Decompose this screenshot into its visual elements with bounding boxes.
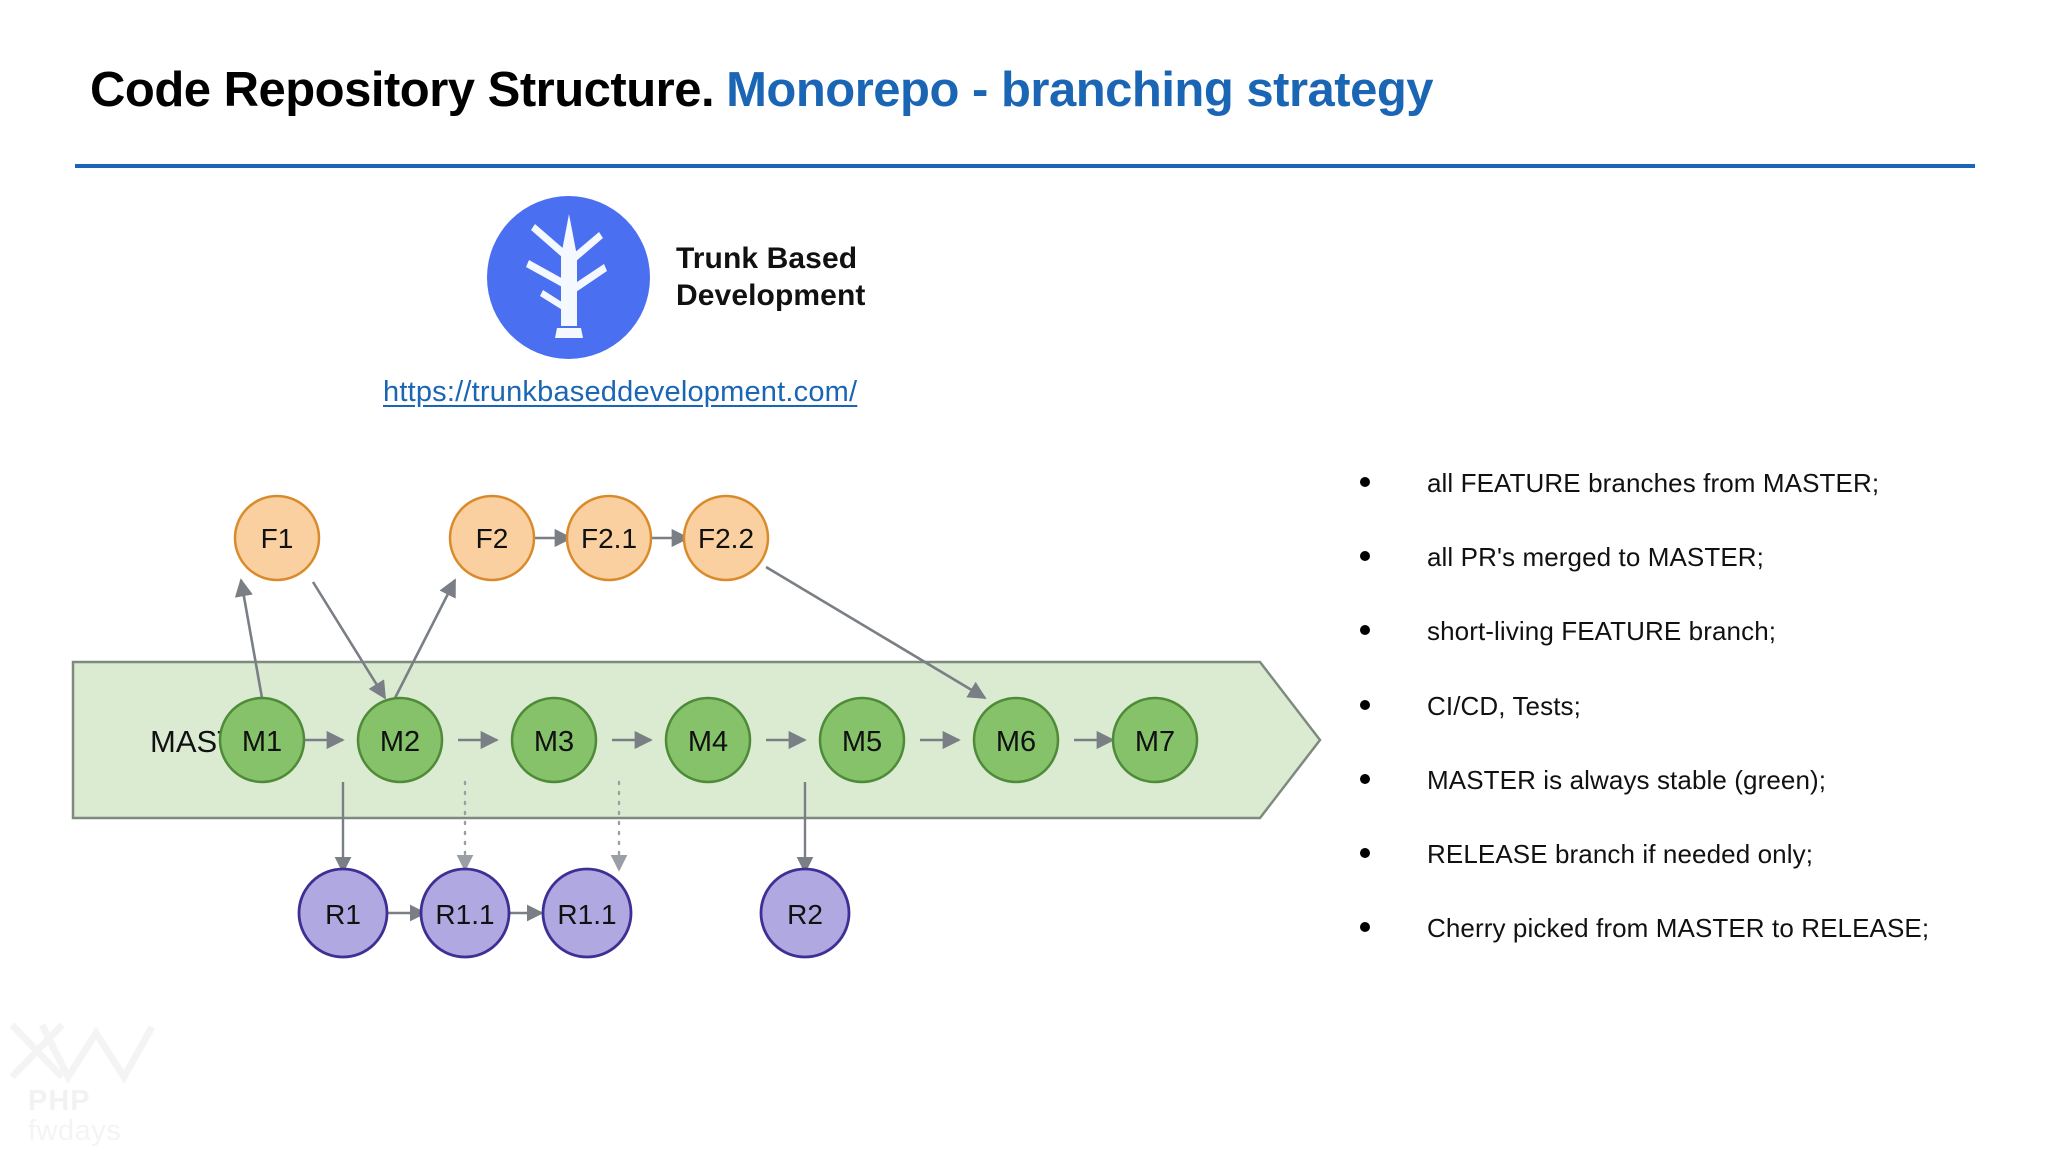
release-node-label: R1.1 <box>557 899 616 930</box>
master-node-label: M4 <box>688 726 728 758</box>
master-node[interactable]: M3 <box>510 696 598 784</box>
master-node-label: M3 <box>534 726 574 758</box>
master-node-group: M1 M2 M3 M4 M5 <box>218 696 1199 784</box>
feature-node[interactable]: F2.2 <box>682 494 770 582</box>
watermark-sub: fwdays <box>28 1115 122 1147</box>
master-node[interactable]: M7 <box>1111 696 1199 784</box>
edge-f1-m2 <box>311 581 387 700</box>
master-node[interactable]: M6 <box>972 696 1060 784</box>
release-node-label: R2 <box>787 899 823 930</box>
feature-node[interactable]: F2 <box>448 494 536 582</box>
bullet-icon <box>1360 773 1370 784</box>
release-node-label: R1 <box>325 899 361 930</box>
bullet-icon <box>1360 477 1370 487</box>
bullet-icon <box>1360 551 1370 562</box>
list-item-label: short-living FEATURE branch; <box>1427 616 1777 647</box>
feature-node[interactable]: F2.1 <box>565 494 653 582</box>
tbd-line-2: Development <box>676 278 866 312</box>
feature-node-label: F1 <box>261 523 294 554</box>
page-title-main: Code Repository Structure. <box>90 63 715 117</box>
bullet-icon <box>1360 625 1370 636</box>
bullet-icon <box>1360 847 1370 858</box>
master-node[interactable]: M5 <box>818 696 906 784</box>
phpfwdays-watermark: PHP fwdays <box>0 1005 230 1152</box>
master-node-label: M7 <box>1135 726 1175 758</box>
feature-node-label: F2.2 <box>698 523 754 554</box>
list-item-label: MASTER is always stable (green); <box>1427 764 1827 795</box>
list-item: MASTER is always stable (green); <box>1360 765 2040 796</box>
title-divider <box>75 164 1975 168</box>
bullet-icon <box>1360 922 1370 933</box>
trunk-based-development-block: Trunk Based Development <box>487 196 865 359</box>
release-node[interactable]: R1 <box>297 867 389 959</box>
master-node[interactable]: M4 <box>664 696 752 784</box>
master-node-label: M2 <box>380 726 420 758</box>
edge-m1-f1 <box>234 578 264 699</box>
tbd-line-1: Trunk Based <box>676 241 858 275</box>
list-item: all FEATURE branches from MASTER; <box>1360 468 2040 499</box>
branching-strategy-diagram: MASTER <box>55 470 1345 980</box>
release-node[interactable]: R2 <box>759 867 851 959</box>
trunkbaseddevelopment-link[interactable]: https://trunkbaseddevelopment.com/ <box>383 376 858 408</box>
master-node-label: M6 <box>996 726 1036 758</box>
list-item: all PR's merged to MASTER; <box>1360 542 2040 573</box>
diagram-svg: MASTER <box>71 494 1322 959</box>
strategy-bullet-list: all FEATURE branches from MASTER; all PR… <box>1360 468 2040 987</box>
bullet-icon <box>1360 699 1370 710</box>
watermark-brand: PHP <box>28 1085 91 1117</box>
list-item: RELEASE branch if needed only; <box>1360 839 2040 870</box>
page-title: Code Repository Structure.Monorepo - bra… <box>90 62 1434 118</box>
master-node-label: M5 <box>842 726 882 758</box>
release-node[interactable]: R1.1 <box>419 867 511 959</box>
feature-node-label: F2 <box>476 523 509 554</box>
page-title-accent: Monorepo - branching strategy <box>726 63 1434 117</box>
feature-node-group: F1 F2 F2.1 F2.2 <box>233 494 770 582</box>
release-node[interactable]: R1.1 <box>541 867 633 959</box>
list-item-label: RELEASE branch if needed only; <box>1427 838 1814 869</box>
list-item-label: all PR's merged to MASTER; <box>1427 542 1764 573</box>
list-item: short-living FEATURE branch; <box>1360 616 2040 647</box>
fwdays-zigzag-icon <box>9 1022 156 1085</box>
edge-f22-m6 <box>765 565 987 700</box>
list-item-label: all FEATURE branches from MASTER; <box>1427 468 1880 498</box>
edge-m2-f2 <box>393 578 457 699</box>
trunk-based-development-label: Trunk Based Development <box>676 241 865 314</box>
master-node[interactable]: M2 <box>356 696 444 784</box>
list-item-label: CI/CD, Tests; <box>1427 690 1581 721</box>
list-item: Cherry picked from MASTER to RELEASE; <box>1360 913 2040 944</box>
release-node-group: R1 R1.1 R1.1 R2 <box>297 867 851 959</box>
master-node[interactable]: M1 <box>218 696 306 784</box>
tree-icon <box>487 196 650 359</box>
list-item: CI/CD, Tests; <box>1360 691 2040 722</box>
feature-node[interactable]: F1 <box>233 494 321 582</box>
feature-node-label: F2.1 <box>581 523 637 554</box>
list-item-label: Cherry picked from MASTER to RELEASE; <box>1427 913 1930 944</box>
master-node-label: M1 <box>242 726 282 758</box>
release-node-label: R1.1 <box>435 899 494 930</box>
